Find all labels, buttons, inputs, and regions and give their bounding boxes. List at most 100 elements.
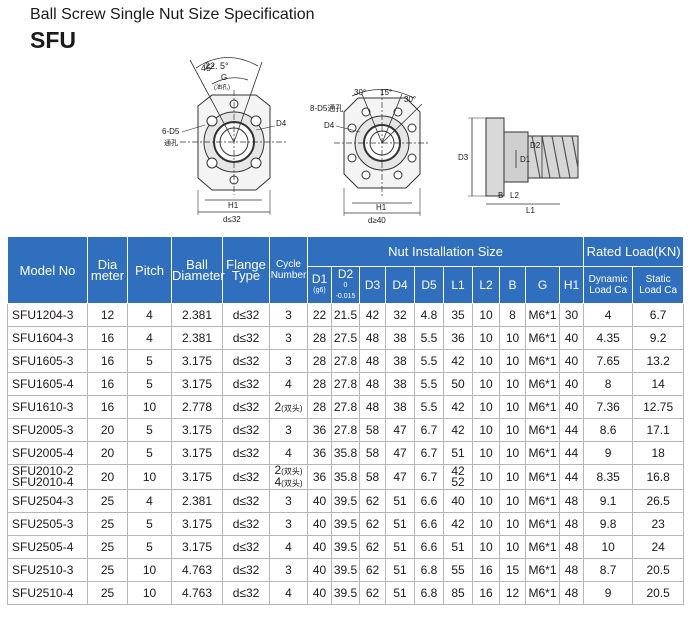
label-l1: L1 xyxy=(526,206,535,215)
cell-dynamic: 8 xyxy=(583,372,634,396)
cell-static: 20.5 xyxy=(632,558,685,582)
cell-h1: 40 xyxy=(558,349,585,373)
cell-flange: d≤32 xyxy=(222,512,270,536)
cell-diameter: 16 xyxy=(87,395,128,419)
cell-ball: 3.175 xyxy=(171,441,223,465)
cell-l1: 40 xyxy=(443,489,473,513)
cell-h1: 30 xyxy=(558,303,585,327)
cell-l1: 51 xyxy=(443,441,473,465)
table-row: SFU2005-3 20 5 3.175 d≤32 3 36 27.8 58 4… xyxy=(7,418,685,442)
cell-d5: 5.5 xyxy=(414,326,444,350)
cell-cycle: 2(双头)4(双头) xyxy=(269,464,308,490)
cell-model: SFU1204-3 xyxy=(7,303,88,327)
cell-pitch: 4 xyxy=(127,326,172,350)
cell-d5: 6.7 xyxy=(414,418,444,442)
cell-g: M6*1 xyxy=(525,535,560,559)
label-d2: D2 xyxy=(530,141,541,150)
cell-cycle: 3 xyxy=(269,349,308,373)
cell-cycle: 4 xyxy=(269,581,308,605)
cell-b: 8 xyxy=(499,303,526,327)
col-g: G xyxy=(525,266,560,304)
cell-d5: 6.6 xyxy=(414,489,444,513)
cell-l1: 50 xyxy=(443,372,473,396)
cell-dynamic: 9.8 xyxy=(583,512,634,536)
cell-d2: 39.5 xyxy=(331,489,360,513)
cell-d2: 27.8 xyxy=(331,418,360,442)
cell-diameter: 25 xyxy=(87,489,128,513)
cell-dynamic: 9.1 xyxy=(583,489,634,513)
cell-d4: 47 xyxy=(385,418,415,442)
table-row: SFU1204-3 12 4 2.381 d≤32 3 22 21.5 42 3… xyxy=(7,303,685,327)
cell-flange: d≤32 xyxy=(222,581,270,605)
cell-l1: 35 xyxy=(443,303,473,327)
cell-d3: 58 xyxy=(359,441,386,465)
cell-b: 10 xyxy=(499,512,526,536)
cell-d2: 35.8 xyxy=(331,441,360,465)
table-row: SFU2510-3 25 10 4.763 d≤32 3 40 39.5 62 … xyxy=(7,558,685,582)
col-pitch: Pitch xyxy=(127,236,172,304)
page-heading: Ball Screw Single Nut Size Specification xyxy=(30,6,315,23)
cell-dynamic: 8.35 xyxy=(583,464,634,490)
cell-d4: 51 xyxy=(385,558,415,582)
cell-model: SFU2510-4 xyxy=(7,581,88,605)
cell-dynamic: 8.6 xyxy=(583,418,634,442)
cell-d3: 48 xyxy=(359,326,386,350)
label-g-note: (油孔) xyxy=(214,83,230,91)
cell-d2: 27.8 xyxy=(331,372,360,396)
cell-d2: 39.5 xyxy=(331,581,360,605)
label-l2: L2 xyxy=(510,191,519,200)
cell-g: M6*1 xyxy=(525,464,560,490)
col-b: B xyxy=(499,266,526,304)
label-d4-large: D4 xyxy=(324,121,335,130)
cell-ball: 3.175 xyxy=(171,418,223,442)
cell-d1: 40 xyxy=(307,489,332,513)
cell-cycle: 4 xyxy=(269,372,308,396)
cell-l2: 16 xyxy=(472,558,500,582)
cell-cycle: 3 xyxy=(269,418,308,442)
cell-g: M6*1 xyxy=(525,326,560,350)
group-nut-installation-size: Nut Installation Size xyxy=(306,236,585,267)
cell-diameter: 25 xyxy=(87,581,128,605)
cell-l2: 10 xyxy=(472,303,500,327)
cell-l1: 55 xyxy=(443,558,473,582)
cell-d1: 28 xyxy=(307,395,332,419)
cell-d4: 32 xyxy=(385,303,415,327)
col-model-no: Model No xyxy=(7,236,88,304)
cell-pitch: 10 xyxy=(127,558,172,582)
label-angle-22-5: 22. 5° xyxy=(205,61,229,71)
cell-l2: 10 xyxy=(472,372,500,396)
cell-d4: 38 xyxy=(385,395,415,419)
table-row: SFU2505-3 25 5 3.175 d≤32 3 40 39.5 62 5… xyxy=(7,512,685,536)
cell-model: SFU1605-4 xyxy=(7,372,88,396)
label-h1: H1 xyxy=(228,201,239,210)
cell-d1: 36 xyxy=(307,441,332,465)
cell-d5: 5.5 xyxy=(414,349,444,373)
cell-d5: 5.5 xyxy=(414,395,444,419)
cell-ball: 3.175 xyxy=(171,512,223,536)
label-d3: D3 xyxy=(458,153,469,162)
cell-b: 10 xyxy=(499,535,526,559)
col-h1: H1 xyxy=(558,266,585,304)
cell-diameter: 25 xyxy=(87,535,128,559)
cell-d3: 48 xyxy=(359,372,386,396)
table-row: SFU1604-3 16 4 2.381 d≤32 3 28 27.5 48 3… xyxy=(7,326,685,350)
cell-g: M6*1 xyxy=(525,489,560,513)
cell-pitch: 5 xyxy=(127,349,172,373)
cell-g: M6*1 xyxy=(525,372,560,396)
cell-cycle: 4 xyxy=(269,441,308,465)
cell-model: SFU2005-4 xyxy=(7,441,88,465)
cell-flange: d≤32 xyxy=(222,372,270,396)
flange-drawing-large xyxy=(334,89,430,216)
cell-d4: 38 xyxy=(385,372,415,396)
cell-model: SFU1610-3 xyxy=(7,395,88,419)
cell-l1: 42 xyxy=(443,418,473,442)
cell-b: 12 xyxy=(499,581,526,605)
cell-d4: 38 xyxy=(385,349,415,373)
cell-l1: 85 xyxy=(443,581,473,605)
cell-l2: 10 xyxy=(472,464,500,490)
